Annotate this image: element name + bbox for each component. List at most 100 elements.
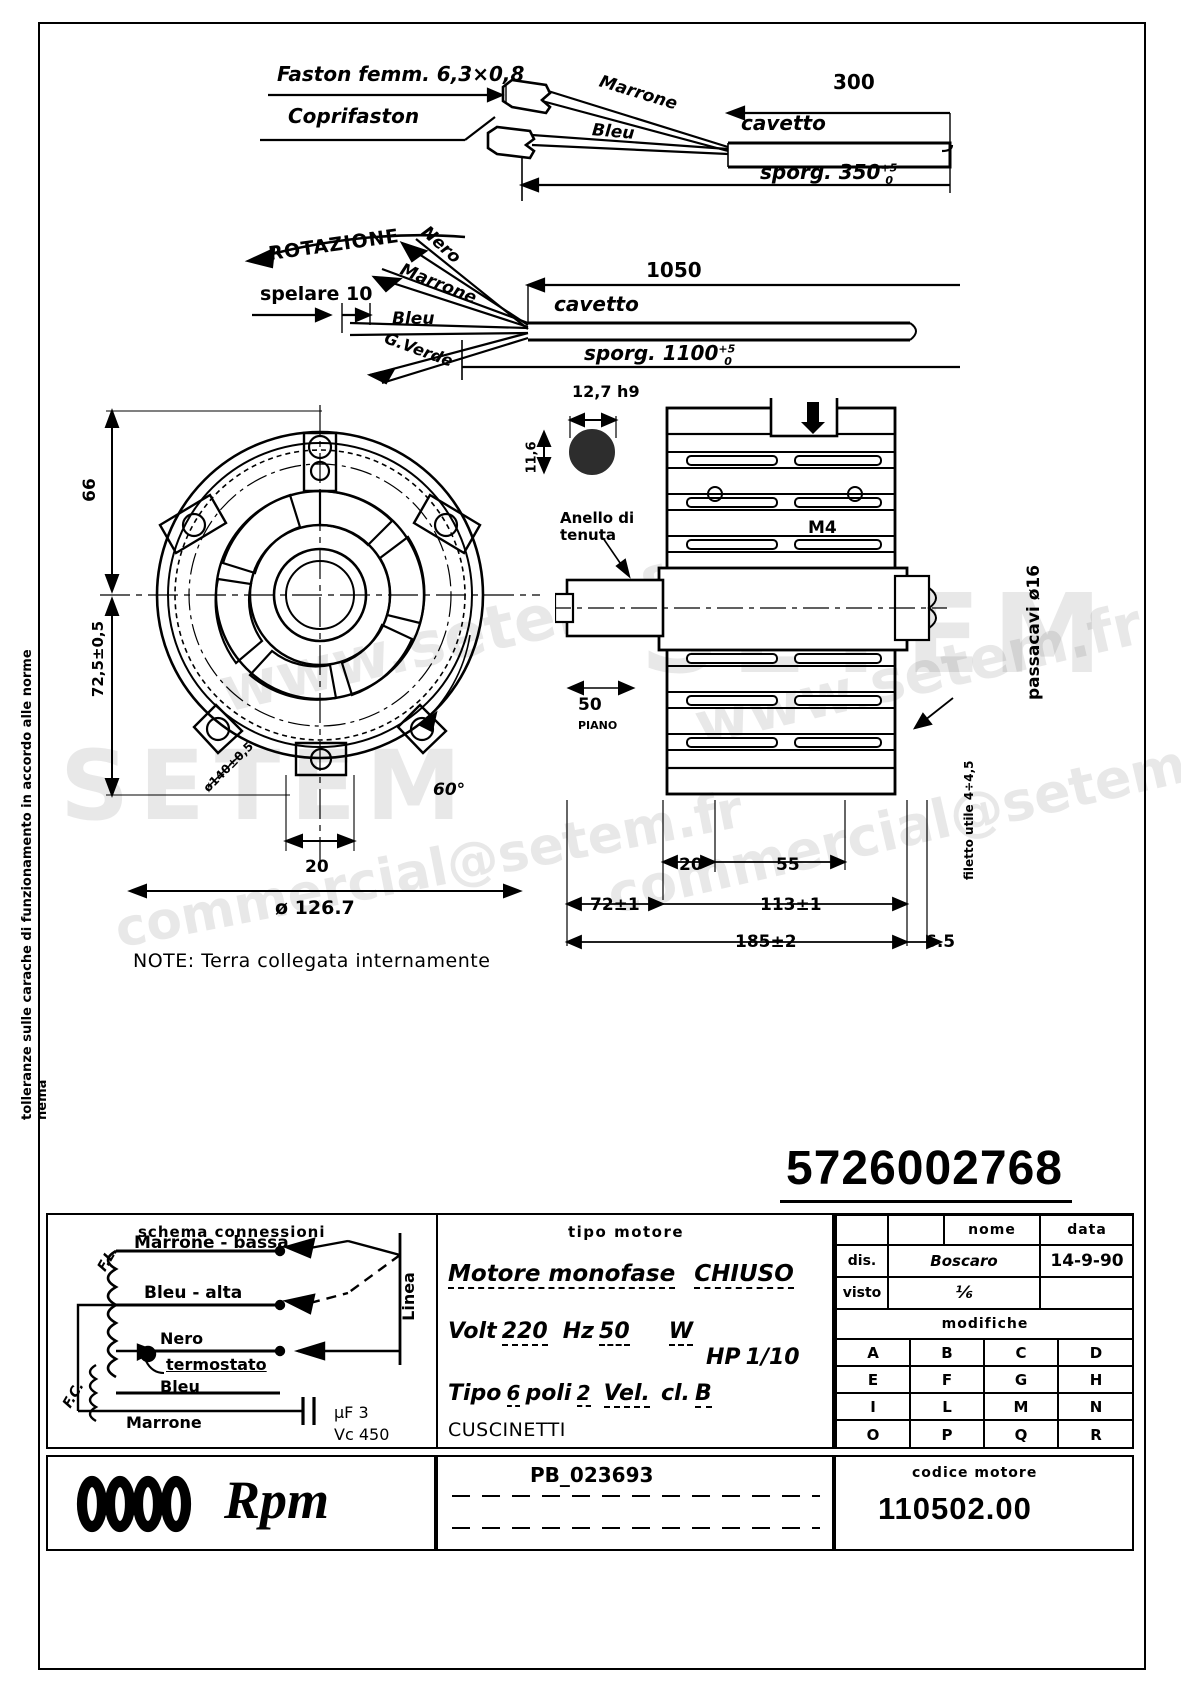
data-header-cell: data [1040,1215,1134,1245]
mod-cell[interactable]: O [836,1420,910,1449]
tipo-label: Tipo [448,1381,502,1406]
nome-header-text: nome [968,1222,1016,1238]
mod-cell-label: C [1015,1343,1027,1362]
mod-cell[interactable]: I [836,1393,910,1420]
terra-note: NOTE: Terra collegata internamente [133,950,491,972]
mod-cell[interactable]: R [1058,1420,1134,1449]
titleblock: schema connessioni [46,1213,1134,1659]
mod-cell[interactable]: N [1058,1393,1134,1420]
w-label: W [668,1319,694,1346]
hp-label: HP [706,1345,741,1370]
mod-cell-label: G [1014,1370,1028,1389]
cuscinetti-dash-2 [452,1527,820,1529]
mod-cell[interactable]: Q [984,1420,1058,1449]
mod-cell[interactable]: A [836,1339,910,1366]
sporg-350-tol-up: +5 [880,161,898,175]
poli-value: 2 [576,1381,591,1407]
mod-cell[interactable]: L [910,1393,984,1420]
cable-top-diagram [260,78,954,201]
side-view-drawing [555,398,954,796]
wire-bleu-mid-label: Bleu [392,309,435,329]
capacitor-vc: Vc 450 [334,1425,390,1444]
dim-diameter-126: ø 126.7 [275,897,355,919]
dis-label-cell: dis. [836,1245,888,1277]
dim-300: 300 [833,70,875,94]
codice-motore-label: codice motore [912,1465,1038,1481]
passacavi-label: passacavi ø16 [1024,564,1044,700]
modifiche-header-cell: modifiche [836,1309,1134,1339]
sporg-1100-tol-up: +5 [718,342,736,356]
brand-cell: Rpm [46,1455,436,1551]
dis-name-text: Boscaro [930,1252,998,1270]
mod-cell[interactable]: D [1058,1339,1134,1366]
hp-row: HP 1/10 [706,1345,800,1370]
mod-cell[interactable]: H [1058,1366,1134,1393]
sporg-350-label: sporg. 350+50 [760,160,897,187]
sporg-350-tol-dn: 0 [885,174,893,187]
mod-cell[interactable]: P [910,1420,984,1449]
codice-motore-cell: codice motore 110502.00 [834,1455,1134,1551]
side-view-dimension-chain [564,800,944,950]
modifiche-header-text: modifiche [941,1316,1029,1332]
coprifaston-label: Coprifaston [288,104,420,128]
marrone-schema-label: Marrone [126,1413,202,1432]
hz-value: 50 [599,1319,630,1346]
m4-label: M4 [808,518,837,538]
volt-label: Volt [448,1319,497,1344]
dim-66: 66 [79,478,100,502]
mod-cell-label: Q [1014,1425,1028,1444]
termostato-label: termostato [166,1355,267,1374]
nema-tolerance-text: tolleranze sulle carache di funzionament… [20,649,50,1120]
sporg-1100-text: sporg. 1100 [584,341,719,365]
cable-mid-diagram [244,233,960,385]
schema-wiring-svg [76,1233,402,1425]
cuscinetti-dash-1 [452,1495,820,1497]
visto-label-text: visto [842,1285,882,1301]
faston-label: Faston femm. 6,3×0,8 [277,62,525,86]
mod-cell-label: D [1089,1343,1103,1362]
dim-72-5: 72,5±0,5 [89,620,108,698]
poli-label: poli [525,1381,572,1406]
mod-cell-label: R [1090,1425,1102,1444]
modifiche-grid: A B C D E F G H I L M N O P Q R [836,1339,1134,1449]
mod-cell[interactable]: M [984,1393,1058,1420]
visto-label-cell: visto [836,1277,888,1309]
mod-cell[interactable]: C [984,1339,1058,1366]
spelare-label: spelare 10 [260,283,373,305]
dim-72: 72±1 [590,895,640,915]
wire-bleu-top-label: Bleu [591,120,636,144]
cuscinetti-label: CUSCINETTI [448,1419,566,1441]
tipo-poli-row: Tipo 6 poli 2 Vel. cl. B [448,1381,834,1408]
bleu-alta-label: Bleu - alta [144,1283,243,1303]
cavetto-mid-label: cavetto [554,292,639,316]
mod-cell[interactable]: F [910,1366,984,1393]
rpm-logo-icon [76,1475,192,1533]
header-blank-cell-2 [888,1215,944,1245]
mod-cell-label: H [1089,1370,1103,1389]
mod-cell[interactable]: G [984,1366,1058,1393]
mod-cell-label: I [870,1397,876,1416]
bleu-schema-label: Bleu [160,1377,200,1396]
mod-cell-label: O [866,1425,880,1444]
sporg-1100-label: sporg. 1100+50 [584,341,736,368]
motore-row: Motore monofase CHIUSO [448,1261,834,1289]
dim-key-height: 11,6 [524,441,540,474]
hz-label: Hz [562,1319,594,1344]
front-view-drawing [100,405,540,899]
part-number: 5726002768 [786,1142,1063,1195]
mod-cell[interactable]: B [910,1339,984,1366]
nero-schema-label: Nero [160,1329,204,1348]
dis-date-text: 14-9-90 [1050,1251,1124,1271]
sporg-350-text: sporg. 350 [760,160,881,184]
dim-20-side: 20 [679,855,703,875]
volt-value: 220 [501,1319,548,1346]
schema-connessioni-panel: schema connessioni [48,1215,436,1447]
mod-cell[interactable]: E [836,1366,910,1393]
dim-20-front: 20 [305,857,329,877]
part-number-underline [780,1200,1072,1203]
cl-value: B [694,1381,712,1408]
cuscinetti-value-cell: PB_023693 [436,1455,834,1551]
sporg-1100-tol-dn: 0 [724,355,732,368]
